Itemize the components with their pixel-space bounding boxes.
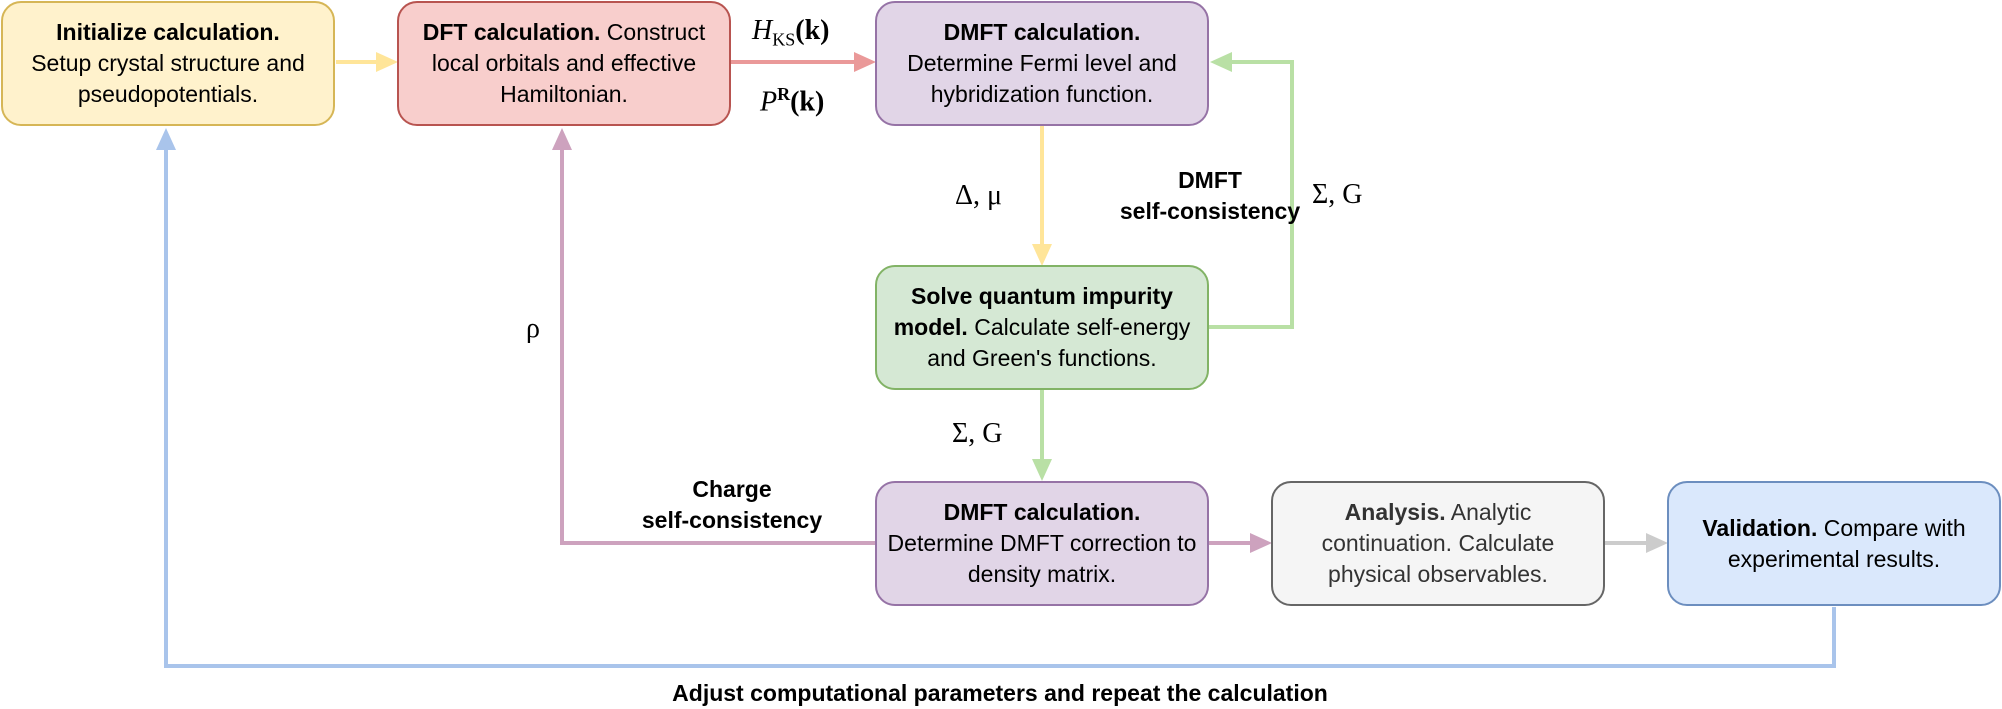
analysis-title: Analysis. [1344,499,1446,525]
dmft-bottom-title: DMFT calculation. [943,499,1141,525]
arrow-impurity-to-dmft [1209,60,1294,329]
dmft-top-box: DMFT calculation. Determine Fermi level … [875,1,1209,126]
impurity-title: Solve quantum impurity model. [893,283,1173,340]
impurity-box: Solve quantum impurity model. Calculate … [875,265,1209,390]
pr-symbol: P [760,86,778,118]
arrowhead-triangle-icon [376,52,398,72]
dmft-top-title: DMFT calculation. [943,19,1141,45]
initialize-box: Initialize calculation. Setup crystal st… [1,1,335,126]
rho-label: ρ [526,313,540,344]
arrowhead-triangle-icon [156,128,176,150]
arrowhead-triangle-icon [1032,244,1052,266]
arrowhead-triangle-icon [1646,533,1668,553]
dmft-bottom-text: Determine DMFT correction to density mat… [887,530,1197,587]
arrow-dmft-bottom-to-dft [560,148,875,545]
validation-title: Validation. [1702,514,1818,541]
delta-mu-label: Δ, μ [955,180,1003,211]
hks-arg: (k) [795,15,830,46]
analysis-box: Analysis. Analytic continuation. Calcula… [1271,481,1605,606]
adjust-parameters-label: Adjust computational parameters and repe… [672,680,1328,706]
arrowhead-triangle-icon [552,128,572,150]
pr-sup: R [777,84,791,104]
hks-symbol: H [752,15,773,46]
charge-self-consistency-label: Charge self-consistency [641,476,823,533]
initialize-title: Initialize calculation. [56,19,280,45]
dmft-top-text: Determine Fermi level and hybridization … [907,50,1177,107]
impurity-text: Calculate self-energy and Green's functi… [927,314,1191,371]
dft-text: Construct local orbitals and effective H… [431,19,706,107]
dft-title: DFT calculation. [422,19,601,45]
validation-box: Validation. Compare with experimental re… [1667,481,2001,606]
pr-arg: (k) [790,86,825,118]
arrowhead-triangle-icon [1032,459,1052,481]
sigma-g-right-label: Σ, G [1312,179,1363,210]
dft-box: DFT calculation. Construct local orbital… [397,1,731,126]
arrowhead-triangle-icon [1210,52,1232,72]
initialize-text: Setup crystal structure and pseudopotent… [31,50,305,107]
pr-label: PR(k) [760,78,824,118]
hks-sub: KS [772,29,796,50]
arrow-validation-to-init [164,148,1836,668]
dmft-self-consistency-label: DMFT self-consistency [1119,167,1301,224]
arrowhead-triangle-icon [854,52,876,72]
arrowhead-triangle-icon [1250,533,1272,553]
dmft-bottom-box: DMFT calculation. Determine DMFT correct… [875,481,1209,606]
analysis-text: Analytic continuation. Calculate physica… [1321,499,1555,587]
hks-label: HKS(k) [752,15,829,56]
sigma-g-down-label: Σ, G [952,418,1003,449]
validation-text: Compare with experimental results. [1727,514,1966,572]
